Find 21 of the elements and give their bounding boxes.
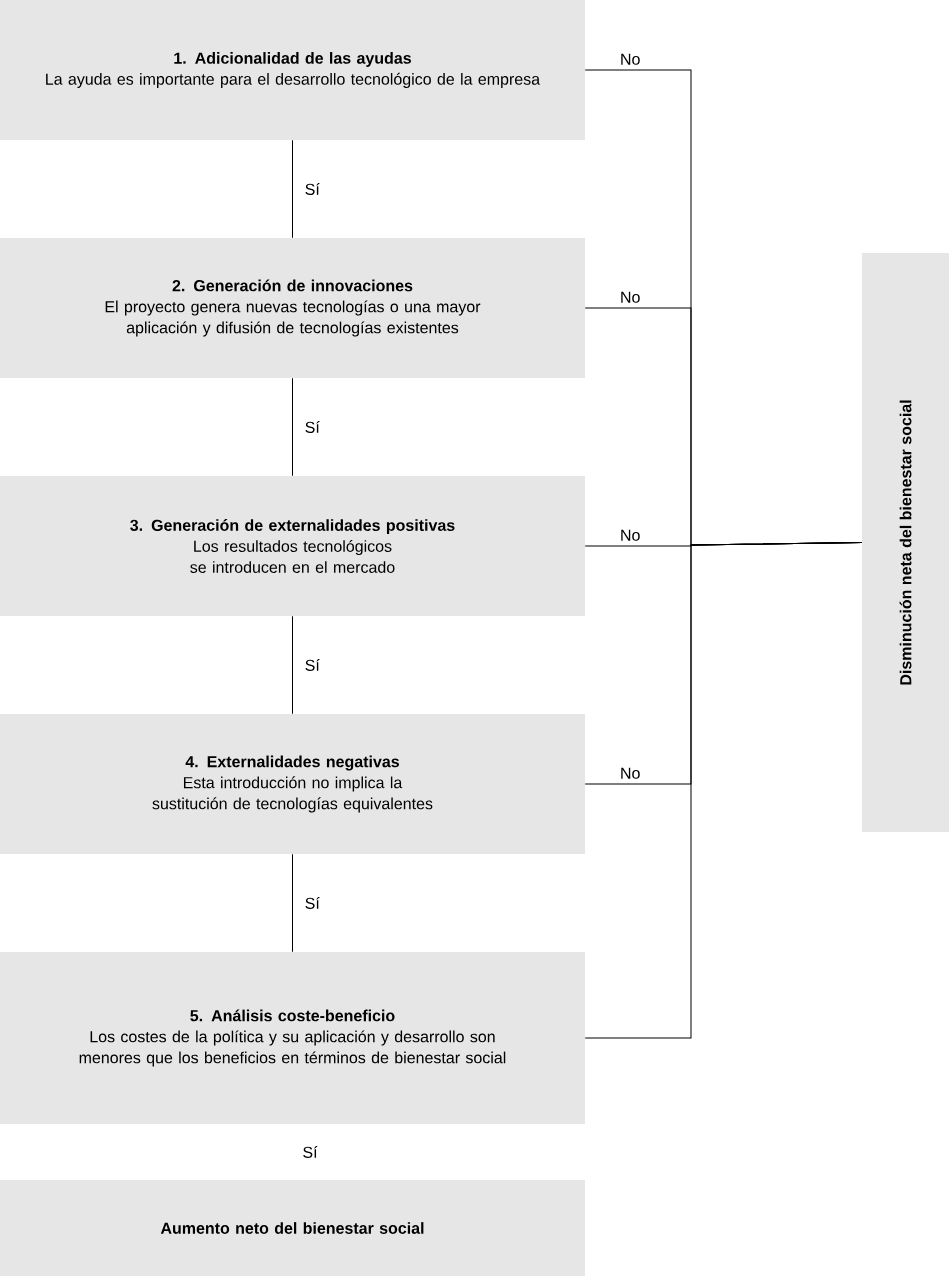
- process-box: Aumento neto del bienestar social: [0, 1180, 585, 1276]
- edge-label: No: [621, 291, 640, 303]
- edge-label: Sí: [305, 659, 320, 671]
- process-box: 4. Externalidades negativas Esta introducción no implica la sustitución de tecnologías equivalentes: [0, 714, 585, 854]
- process-box: 2. Generación de innovaciones El proyecto genera nuevas tecnologías o una mayor aplicación y difusión de tecnologías existentes: [0, 238, 585, 378]
- edge-label: No: [621, 53, 640, 65]
- answer-label: Sí: [303, 1146, 318, 1158]
- edge-label: Sí: [305, 421, 320, 433]
- connector-line: [292, 853, 293, 953]
- edge-label: No: [621, 529, 640, 541]
- edge-label: No: [621, 767, 640, 779]
- edge-label: Sí: [305, 183, 320, 195]
- connector-line: [584, 542, 863, 1039]
- side-panel: Disminución neta del bienestar social: [862, 253, 949, 832]
- process-box: 1. Adicionalidad de las ayudas La ayuda es importante para el desarrollo tecnológico de la empresa: [0, 0, 585, 140]
- edge-label: Sí: [305, 897, 320, 909]
- process-box: 5. Análisis coste-beneficio Los costes de la política y su aplicación y desarrollo son menores que los beneficios en términos de bienestar social: [0, 952, 585, 1124]
- connector-line: [292, 377, 293, 477]
- connector-line: [292, 615, 293, 715]
- process-box: 3. Generación de externalidades positivas Los resultados tecnológicos se introducen en el mercado: [0, 476, 585, 616]
- connector-line: [292, 139, 293, 239]
